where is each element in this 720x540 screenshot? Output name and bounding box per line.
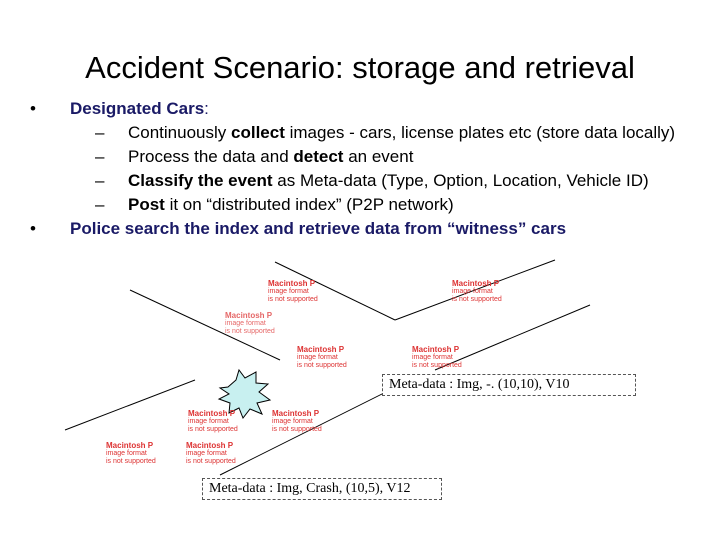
metadata-box-v12: Meta-data : Img, Crash, (10,5), V12 — [202, 478, 442, 500]
sub-bullet-detect: – Process the data and detect an event — [95, 147, 414, 166]
road-line — [129, 289, 281, 361]
bullet-designated-cars: • Designated Cars: — [30, 97, 710, 121]
sub-bullet-collect: – Continuously collect images - cars, li… — [95, 123, 676, 142]
road-line — [394, 259, 556, 321]
slide-title: Accident Scenario: storage and retrieval — [85, 50, 635, 85]
bullet-list: • Designated Cars: – Continuously collec… — [30, 97, 710, 241]
bullet-dot: • — [30, 219, 36, 238]
road-line — [434, 304, 591, 371]
bullet-label: Designated Cars — [70, 99, 205, 118]
road-line — [274, 261, 396, 321]
sub-bullet-classify: – Classify the event as Meta-data (Type,… — [95, 171, 649, 190]
metadata-box-v10: Meta-data : Img, -. (10,10), V10 — [382, 374, 636, 396]
bullet-dot: • — [30, 99, 36, 118]
bullet-police-search: • Police search the index and retrieve d… — [30, 217, 710, 241]
sub-bullet-post: – Post it on “distributed index” (P2P ne… — [95, 195, 454, 214]
bullet-label: Police search the index and retrieve dat… — [70, 219, 567, 238]
crash-burst-icon — [217, 368, 272, 419]
road-lines — [64, 259, 591, 476]
road-line — [64, 379, 196, 431]
road-line — [219, 379, 411, 476]
